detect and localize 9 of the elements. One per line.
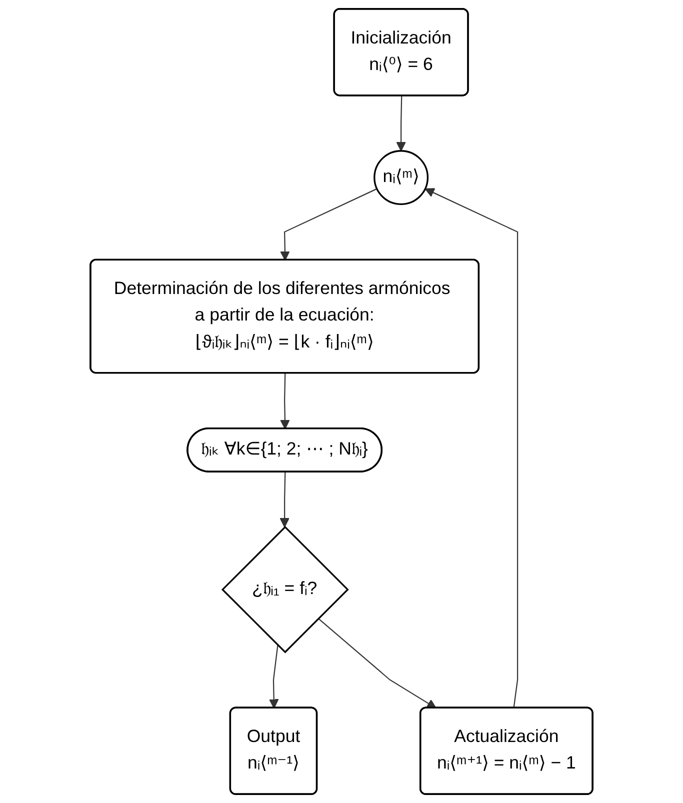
arrow bbox=[318, 618, 436, 709]
arrow bbox=[268, 645, 279, 709]
node-circle bbox=[374, 150, 429, 206]
node-diamond bbox=[221, 526, 349, 654]
arrow bbox=[280, 188, 378, 261]
arrow bbox=[396, 96, 406, 152]
arrow bbox=[424, 188, 518, 708]
arrow bbox=[280, 472, 290, 528]
arrow bbox=[280, 373, 290, 430]
